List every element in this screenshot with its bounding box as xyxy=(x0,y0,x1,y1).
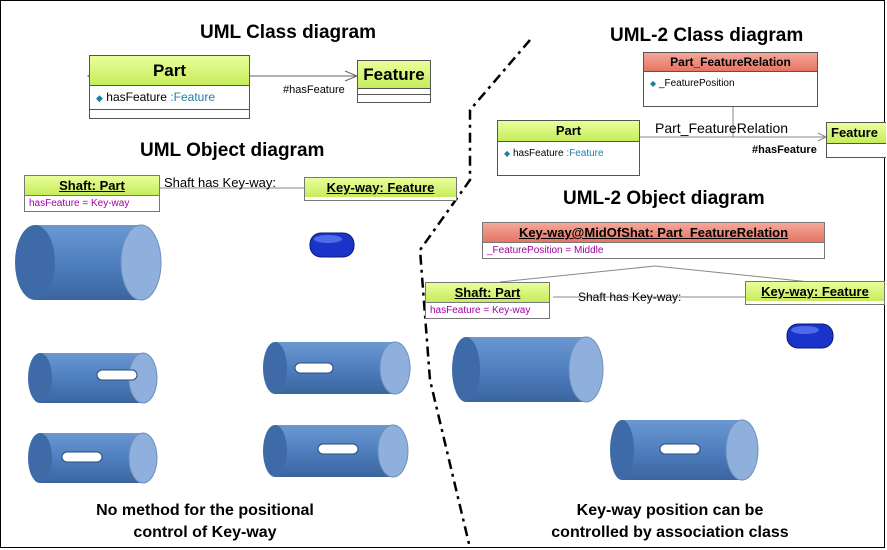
left-class-title: UML Class diagram xyxy=(200,22,376,43)
class-name: Part xyxy=(498,121,639,142)
keyway-object-right[interactable]: Key-way: Feature xyxy=(745,281,885,305)
attribute-type: :Feature xyxy=(170,90,216,104)
object-name: Key-way: Feature xyxy=(305,178,456,197)
class-name: Part xyxy=(90,56,249,86)
cylinder-keyway-right-1 xyxy=(263,341,411,395)
relation-object[interactable]: Key-way@MidOfShat: Part_FeatureRelation … xyxy=(482,222,825,259)
part-class-left[interactable]: Part ◆ hasFeature :Feature xyxy=(89,55,250,119)
cylinder-plain-left xyxy=(15,224,162,301)
object-name: Shaft: Part xyxy=(426,283,549,303)
cylinder-keyway-left-2 xyxy=(28,432,158,484)
right-object-links xyxy=(499,265,811,298)
class-attribute: ◆ _FeaturePosition xyxy=(644,72,817,91)
cylinder-keyway-right-2 xyxy=(263,424,409,478)
caption-line: No method for the positional xyxy=(96,502,314,519)
link-label: Shaft has Key-way: xyxy=(578,290,682,304)
object-name: Shaft: Part xyxy=(25,176,159,196)
operations-compartment xyxy=(90,109,249,114)
attribute-icon: ◆ xyxy=(650,79,657,88)
attribute-icon: ◆ xyxy=(504,149,511,158)
object-name: Key-way@MidOfShat: Part_FeatureRelation xyxy=(483,223,824,243)
object-slot: _FeaturePosition = Middle xyxy=(487,245,604,256)
feature-class-left[interactable]: Feature xyxy=(357,60,431,103)
class-name: Part_FeatureRelation xyxy=(644,53,817,72)
keyway-part-left xyxy=(309,232,355,258)
caption-line: control of Key-way xyxy=(133,524,277,541)
association-label: #hasFeature xyxy=(283,84,345,96)
section-divider xyxy=(418,39,531,549)
object-slot: hasFeature = Key-way xyxy=(430,305,531,316)
keyway-part-right xyxy=(786,323,834,349)
class-attribute: ◆ hasFeature :Feature xyxy=(498,142,639,161)
link-label: Shaft has Key-way: xyxy=(164,175,276,190)
caption-line: controlled by association class xyxy=(551,524,789,541)
right-object-title: UML-2 Object diagram xyxy=(563,188,765,209)
shaft-object-left[interactable]: Shaft: Part hasFeature = Key-way xyxy=(24,175,160,212)
cylinder-plain-right xyxy=(452,336,604,403)
caption-line: Key-way position can be xyxy=(576,502,764,519)
cylinder-keyway-right-3 xyxy=(610,419,759,481)
attribute-name: hasFeature xyxy=(106,90,167,104)
object-name: Key-way: Feature xyxy=(746,282,884,301)
attribute-icon: ◆ xyxy=(96,93,103,103)
attribute-name: _FeaturePosition xyxy=(658,78,735,89)
left-caption: No method for the positional control of … xyxy=(40,500,370,544)
right-caption: Key-way position can be controlled by as… xyxy=(490,500,850,544)
shaft-object-right[interactable]: Shaft: Part hasFeature = Key-way xyxy=(425,282,550,319)
attribute-name: hasFeature xyxy=(512,148,564,159)
association-role: #hasFeature xyxy=(752,144,817,156)
operations-compartment xyxy=(358,94,430,99)
feature-class-right[interactable]: Feature xyxy=(826,122,886,158)
left-object-title: UML Object diagram xyxy=(140,140,325,161)
association-name: Part_FeatureRelation xyxy=(655,120,789,136)
attribute-type: :Feature xyxy=(566,148,604,159)
class-name: Feature xyxy=(827,123,886,144)
object-slot: hasFeature = Key-way xyxy=(29,198,130,209)
class-attribute: ◆ hasFeature :Feature xyxy=(90,86,249,106)
relation-class[interactable]: Part_FeatureRelation ◆ _FeaturePosition xyxy=(643,52,818,107)
class-name: Feature xyxy=(358,61,430,89)
cylinder-keyway-left-1 xyxy=(28,352,158,404)
part-class-right[interactable]: Part ◆ hasFeature :Feature xyxy=(497,120,640,176)
right-class-title: UML-2 Class diagram xyxy=(610,25,804,46)
keyway-object-left[interactable]: Key-way: Feature xyxy=(304,177,457,201)
